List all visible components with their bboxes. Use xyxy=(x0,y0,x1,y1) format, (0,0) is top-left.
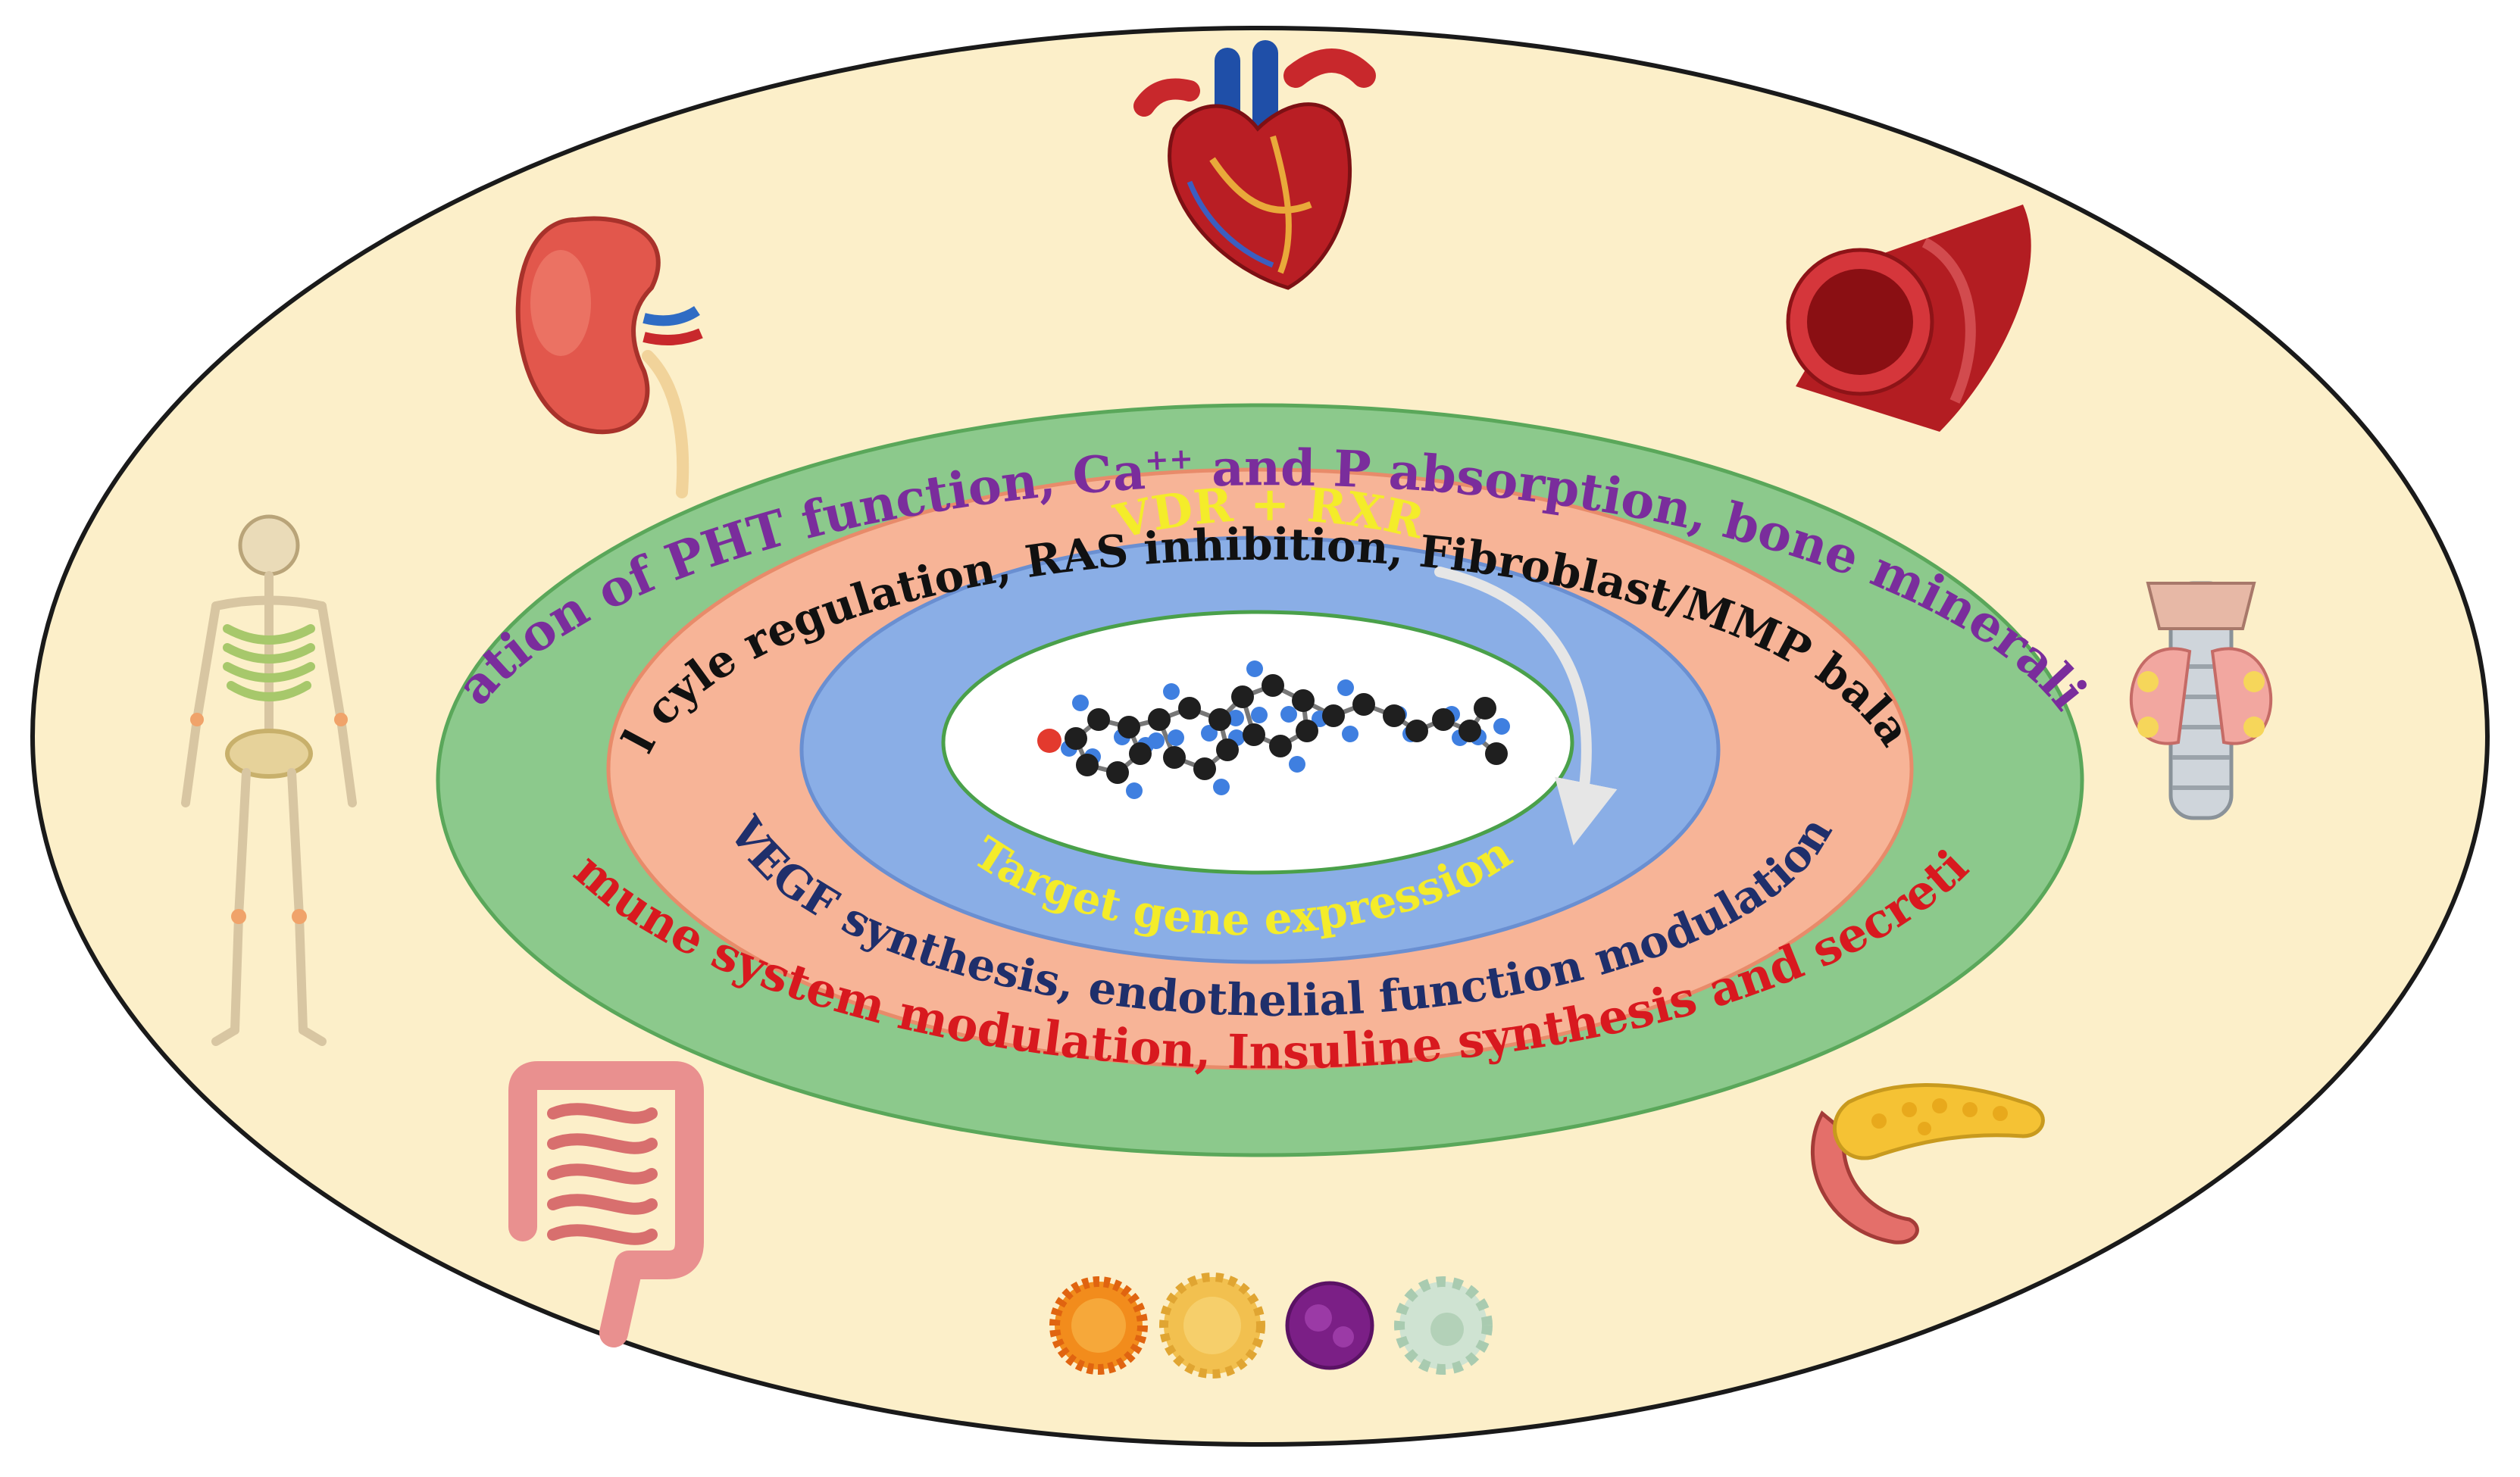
curved-arrow-icon xyxy=(1434,567,1618,846)
molecule-carbon-atom xyxy=(1322,704,1345,727)
intestine-icon xyxy=(508,1061,704,1347)
molecule-hydrogen-atom xyxy=(1201,725,1218,742)
molecule-carbon-atom xyxy=(1163,746,1186,769)
molecule-oxygen-atom xyxy=(1037,729,1061,753)
molecule-carbon-atom xyxy=(1459,720,1481,742)
vitamin-d-molecule-icon xyxy=(1037,660,1510,799)
molecule-carbon-atom xyxy=(1262,674,1284,697)
molecule-carbon-atom xyxy=(1178,697,1201,720)
molecule-hydrogen-atom xyxy=(1289,756,1305,773)
molecule-carbon-atom xyxy=(1269,735,1292,757)
immune-cell-orange xyxy=(1049,1276,1148,1375)
molecule-carbon-atom xyxy=(1118,716,1140,738)
molecule-carbon-atom xyxy=(1129,742,1152,765)
molecule-carbon-atom xyxy=(1405,720,1428,742)
immune-cells-icon xyxy=(1049,1272,1493,1379)
molecule-hydrogen-atom xyxy=(1072,695,1089,711)
molecule-hydrogen-atom xyxy=(1337,679,1354,696)
molecule-carbon-atom xyxy=(1296,720,1318,742)
molecule-carbon-atom xyxy=(1106,761,1129,784)
pancreas-icon xyxy=(1810,1083,2045,1244)
molecule-carbon-atom xyxy=(1087,708,1110,731)
heart-icon xyxy=(1133,40,1376,290)
immune-cell-purple xyxy=(1285,1281,1374,1370)
molecule-carbon-atom xyxy=(1292,689,1315,712)
molecule-carbon-atom xyxy=(1352,693,1375,716)
blood-vessel-icon xyxy=(1786,205,2031,432)
molecule-carbon-atom xyxy=(1383,704,1405,727)
molecule-hydrogen-atom xyxy=(1148,732,1165,749)
immune-cell-green xyxy=(1394,1276,1493,1375)
thyroid-icon xyxy=(2129,581,2273,820)
molecule-carbon-atom xyxy=(1231,685,1254,708)
molecule-carbon-atom xyxy=(1193,757,1216,780)
molecule-carbon-atom xyxy=(1474,697,1496,720)
molecule-carbon-atom xyxy=(1148,708,1171,731)
molecule-hydrogen-atom xyxy=(1227,710,1244,726)
molecule-carbon-atom xyxy=(1076,754,1099,776)
molecule-hydrogen-atom xyxy=(1280,706,1297,723)
molecule-carbon-atom xyxy=(1208,708,1231,731)
molecule-hydrogen-atom xyxy=(1246,660,1263,677)
immune-cell-yellow xyxy=(1159,1272,1265,1379)
molecule-hydrogen-atom xyxy=(1126,782,1143,799)
skeleton-icon xyxy=(181,514,357,1046)
molecule-carbon-atom xyxy=(1243,723,1265,746)
kidney-icon xyxy=(515,216,703,498)
molecule-hydrogen-atom xyxy=(1168,729,1184,746)
molecule-hydrogen-atom xyxy=(1493,718,1510,735)
molecule-carbon-atom xyxy=(1485,742,1508,765)
molecule-hydrogen-atom xyxy=(1213,779,1230,795)
molecule-carbon-atom xyxy=(1432,708,1455,731)
molecule-carbon-atom xyxy=(1065,727,1087,750)
molecule-carbon-atom xyxy=(1216,738,1239,761)
molecule-hydrogen-atom xyxy=(1342,726,1358,742)
molecule-hydrogen-atom xyxy=(1163,683,1180,700)
molecule-hydrogen-atom xyxy=(1251,707,1268,723)
